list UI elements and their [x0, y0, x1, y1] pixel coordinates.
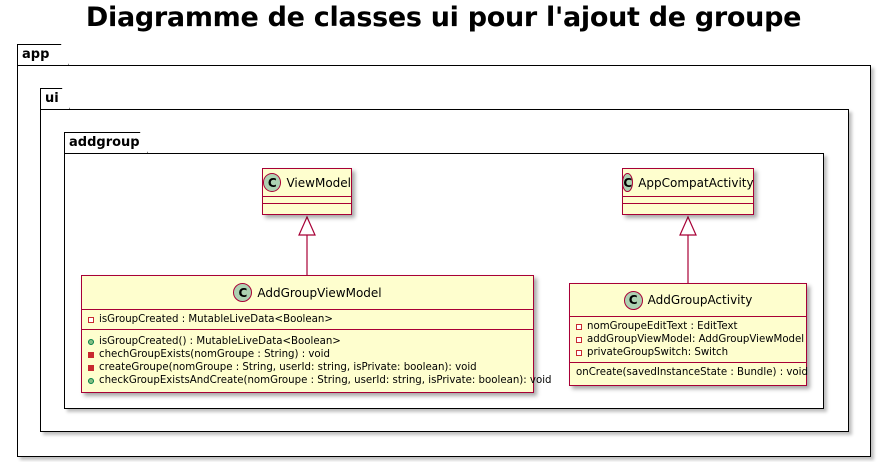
private-field-icon [576, 323, 582, 330]
edge-addgroupactivity-to-appcompatactivity [679, 215, 697, 283]
class-name: AppCompatActivity [638, 175, 754, 190]
class-stereotype-icon: C [233, 283, 253, 302]
field-row: privateGroupSwitch: Switch [576, 346, 800, 359]
private-field-icon [576, 336, 582, 343]
private-field-icon [576, 349, 582, 356]
class-stereotype-icon: C [622, 173, 634, 192]
public-method-icon [88, 338, 94, 345]
methods-section: onCreate(savedInstanceState : Bundle) : … [570, 362, 808, 382]
class-appcompatactivity: C AppCompatActivity [622, 168, 754, 215]
method-row: checkGroupExistsAndCreate(nomGroupe : St… [88, 374, 552, 387]
method-row: isGroupCreated() : MutableLiveData<Boole… [88, 335, 527, 348]
class-name: AddGroupViewModel [257, 285, 382, 300]
package-addgroup-label: addgroup [69, 135, 140, 150]
class-name: AddGroupActivity [647, 293, 753, 307]
private-method-icon [88, 364, 94, 371]
diagram-title: Diagramme de classes ui pour l'ajout de … [85, 2, 802, 33]
package-addgroup-tab: addgroup [64, 132, 148, 154]
method-row: onCreate(savedInstanceState : Bundle) : … [576, 367, 808, 378]
field-row: nomGroupeEditText : EditText [576, 320, 800, 333]
class-stereotype-icon: C [263, 173, 282, 192]
field-row: isGroupCreated : MutableLiveData<Boolean… [88, 313, 527, 326]
fields-section: nomGroupeEditText : EditText addGroupVie… [570, 316, 806, 362]
methods-section: isGroupCreated() : MutableLiveData<Boole… [82, 329, 552, 390]
public-method-icon [88, 377, 94, 384]
class-viewmodel: C ViewModel [262, 168, 352, 215]
private-field-icon [88, 316, 94, 323]
class-name: ViewModel [286, 175, 351, 190]
field-row: addGroupViewModel: AddGroupViewModel [576, 333, 804, 346]
private-method-icon [88, 351, 94, 358]
class-stereotype-icon: C [623, 290, 643, 310]
method-row: chechGroupExists(nomGroupe : String) : v… [88, 348, 527, 361]
class-addgroupviewmodel: C AddGroupViewModel isGroupCreated : Mut… [81, 275, 552, 393]
package-ui-label: ui [45, 91, 59, 106]
method-row: createGroupe(nomGroupe : String, userId:… [88, 361, 527, 374]
package-app-label: app [22, 47, 50, 62]
class-addgroupactivity: C AddGroupActivity nomGroupeEditText : E… [569, 283, 808, 386]
edge-addgroupviewmodel-to-viewmodel [298, 215, 316, 275]
fields-section: isGroupCreated : MutableLiveData<Boolean… [82, 309, 533, 329]
